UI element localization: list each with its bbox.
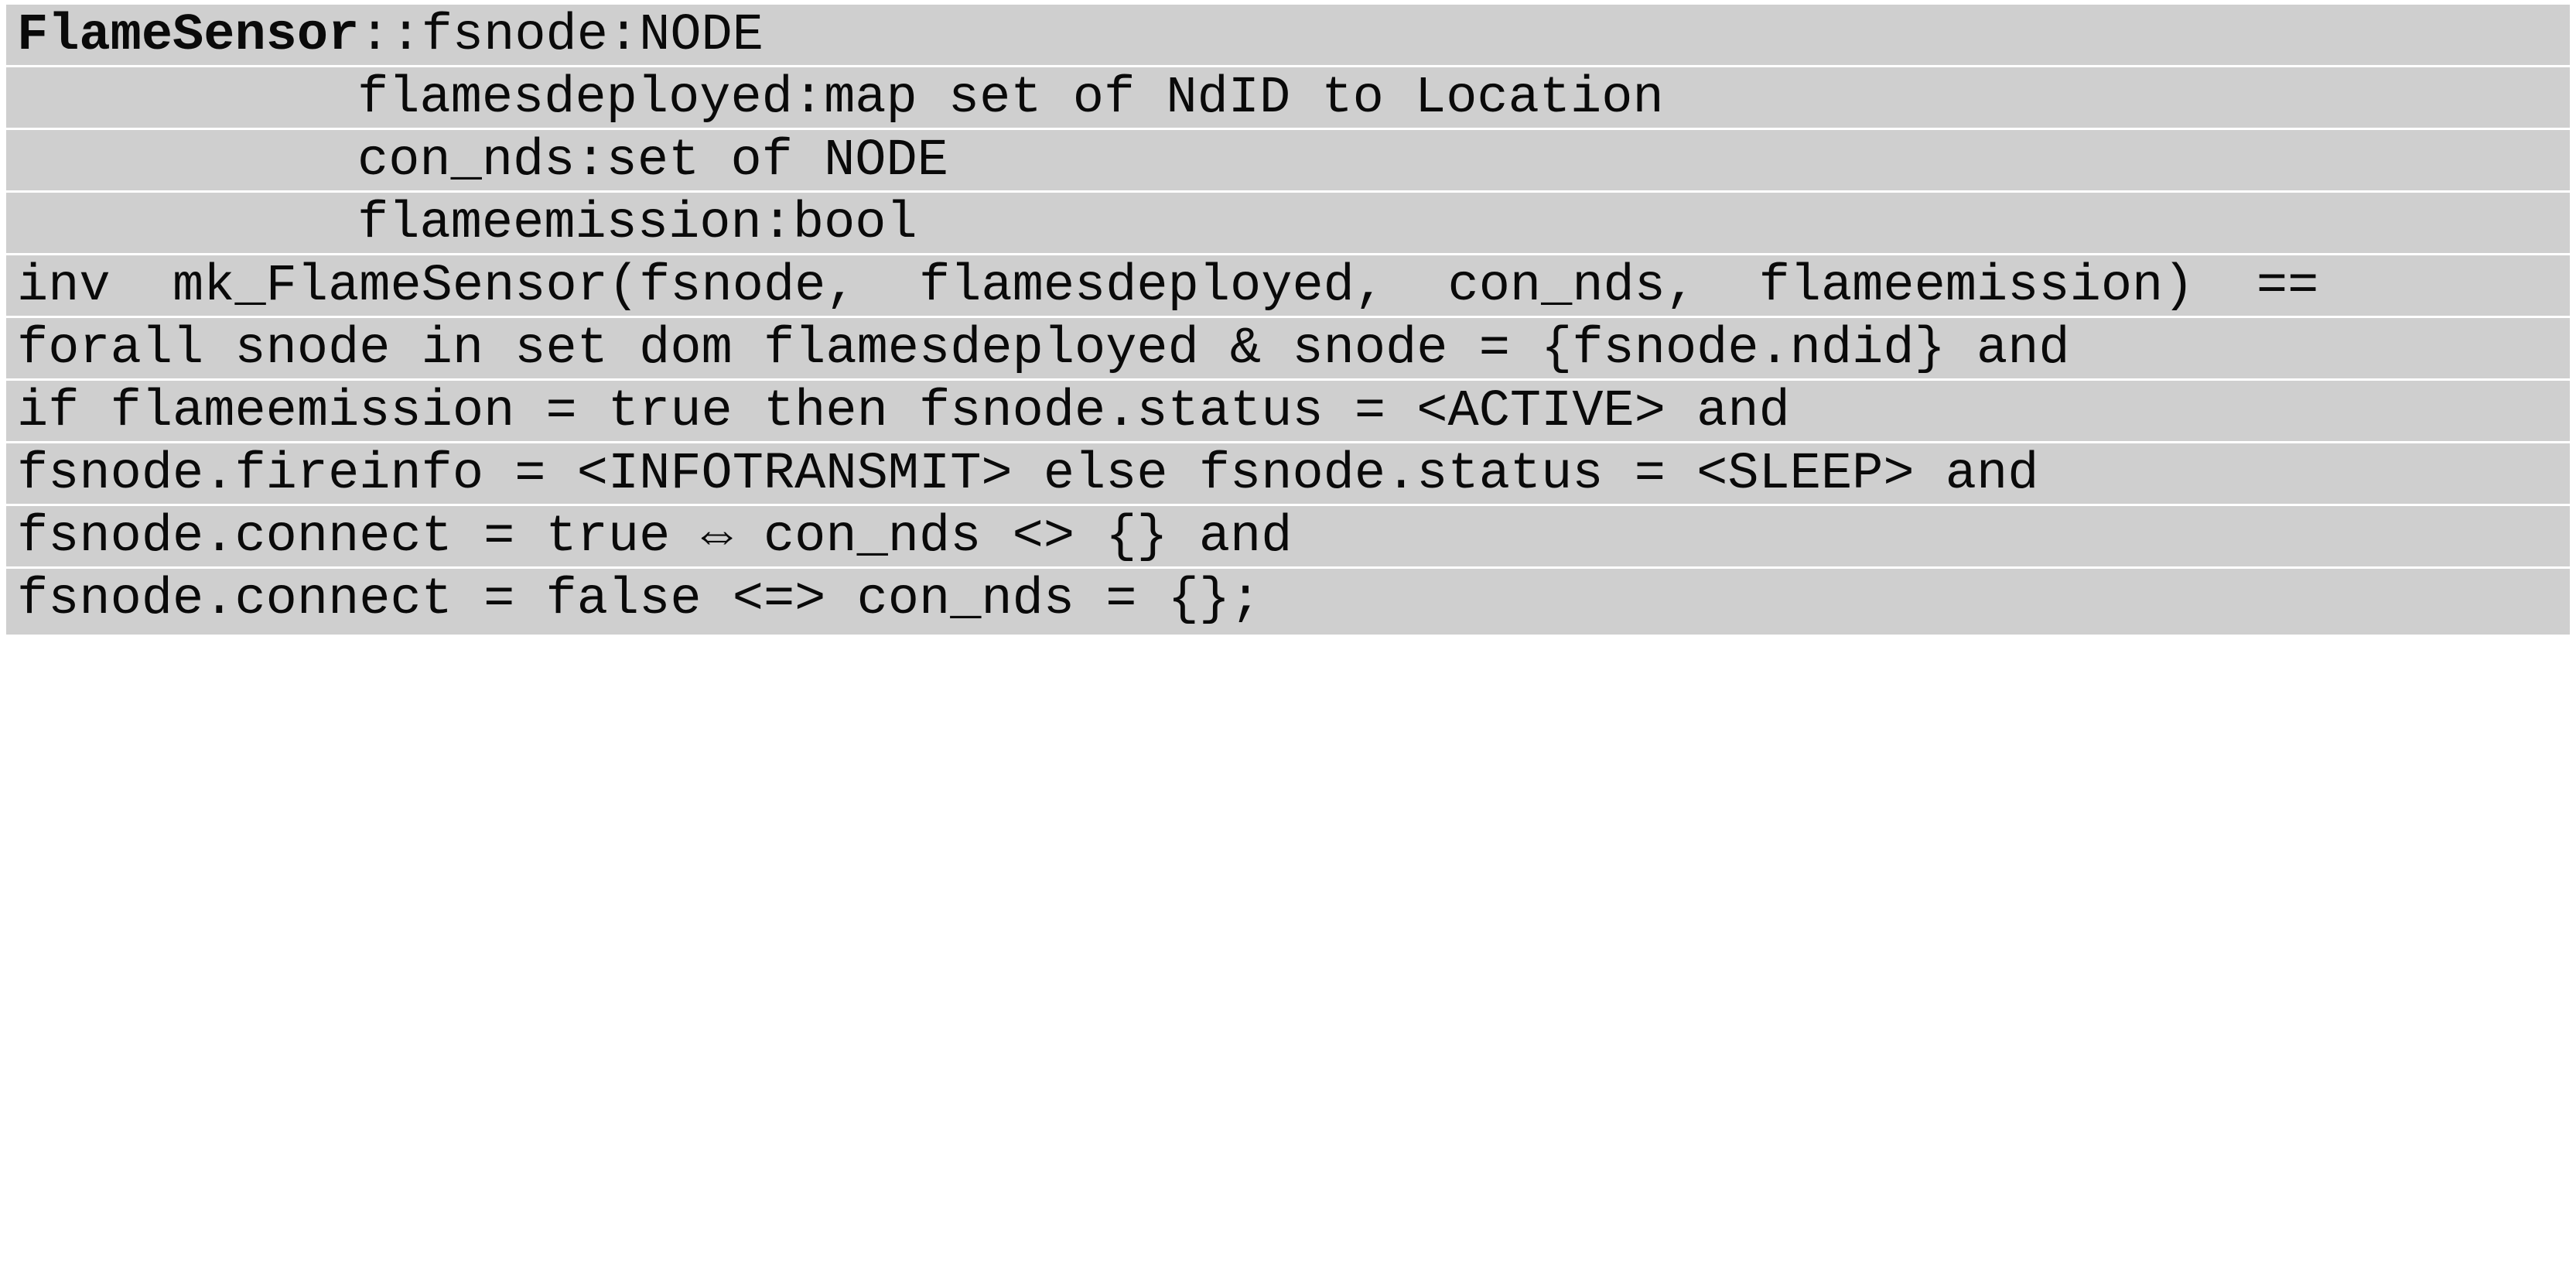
field-decl: flameemission:bool — [357, 194, 917, 253]
invariant-line: fsnode.connect = true ⇔ con_nds <> {} an… — [17, 508, 1293, 566]
field-decl: con_nds:set of NODE — [357, 132, 948, 190]
invariant-line: fsnode.fireinfo = <INFOTRANSMIT> else fs… — [17, 445, 2039, 504]
field-decl: flamesdeployed:map set of NdID to Locati… — [357, 69, 1664, 128]
code-line-10: fsnode.connect = false <=> con_nds = {}; — [17, 569, 1261, 631]
line-separator — [6, 65, 2570, 67]
code-line-1: FlameSensor::fsnode:NODE — [17, 5, 764, 67]
invariant-line: forall snode in set dom flamesdeployed &… — [17, 320, 2070, 378]
invariant-line: inv mk_FlameSensor(fsnode, flamesdeploye… — [17, 257, 2319, 316]
line-separator — [6, 316, 2570, 318]
line-separator — [6, 378, 2570, 381]
code-line-8: fsnode.fireinfo = <INFOTRANSMIT> else fs… — [17, 443, 2038, 506]
line-separator — [6, 504, 2570, 506]
code-line-3: con_nds:set of NODE — [17, 130, 948, 193]
code-line-6: forall snode in set dom flamesdeployed &… — [17, 318, 2070, 381]
line-separator — [6, 441, 2570, 443]
code-line-7: if flameemission = true then fsnode.stat… — [17, 381, 1790, 443]
code-line-5: inv mk_FlameSensor(fsnode, flamesdeploye… — [17, 255, 2318, 318]
line-separator — [6, 128, 2570, 130]
line-separator — [6, 253, 2570, 255]
vdm-code-block: FlameSensor::fsnode:NODE flamesdeployed:… — [6, 5, 2570, 635]
line-separator — [6, 190, 2570, 193]
type-name: FlameSensor — [17, 6, 360, 65]
code-line-9: fsnode.connect = true ⇔ con_nds <> {} an… — [17, 506, 1292, 569]
code-line-2: flamesdeployed:map set of NdID to Locati… — [17, 67, 1664, 130]
type-field: ::fsnode:NODE — [359, 6, 764, 65]
code-line-4: flameemission:bool — [17, 193, 917, 255]
invariant-line: fsnode.connect = false <=> con_nds = {}; — [17, 570, 1262, 629]
invariant-line: if flameemission = true then fsnode.stat… — [17, 382, 1790, 441]
line-separator — [6, 566, 2570, 569]
